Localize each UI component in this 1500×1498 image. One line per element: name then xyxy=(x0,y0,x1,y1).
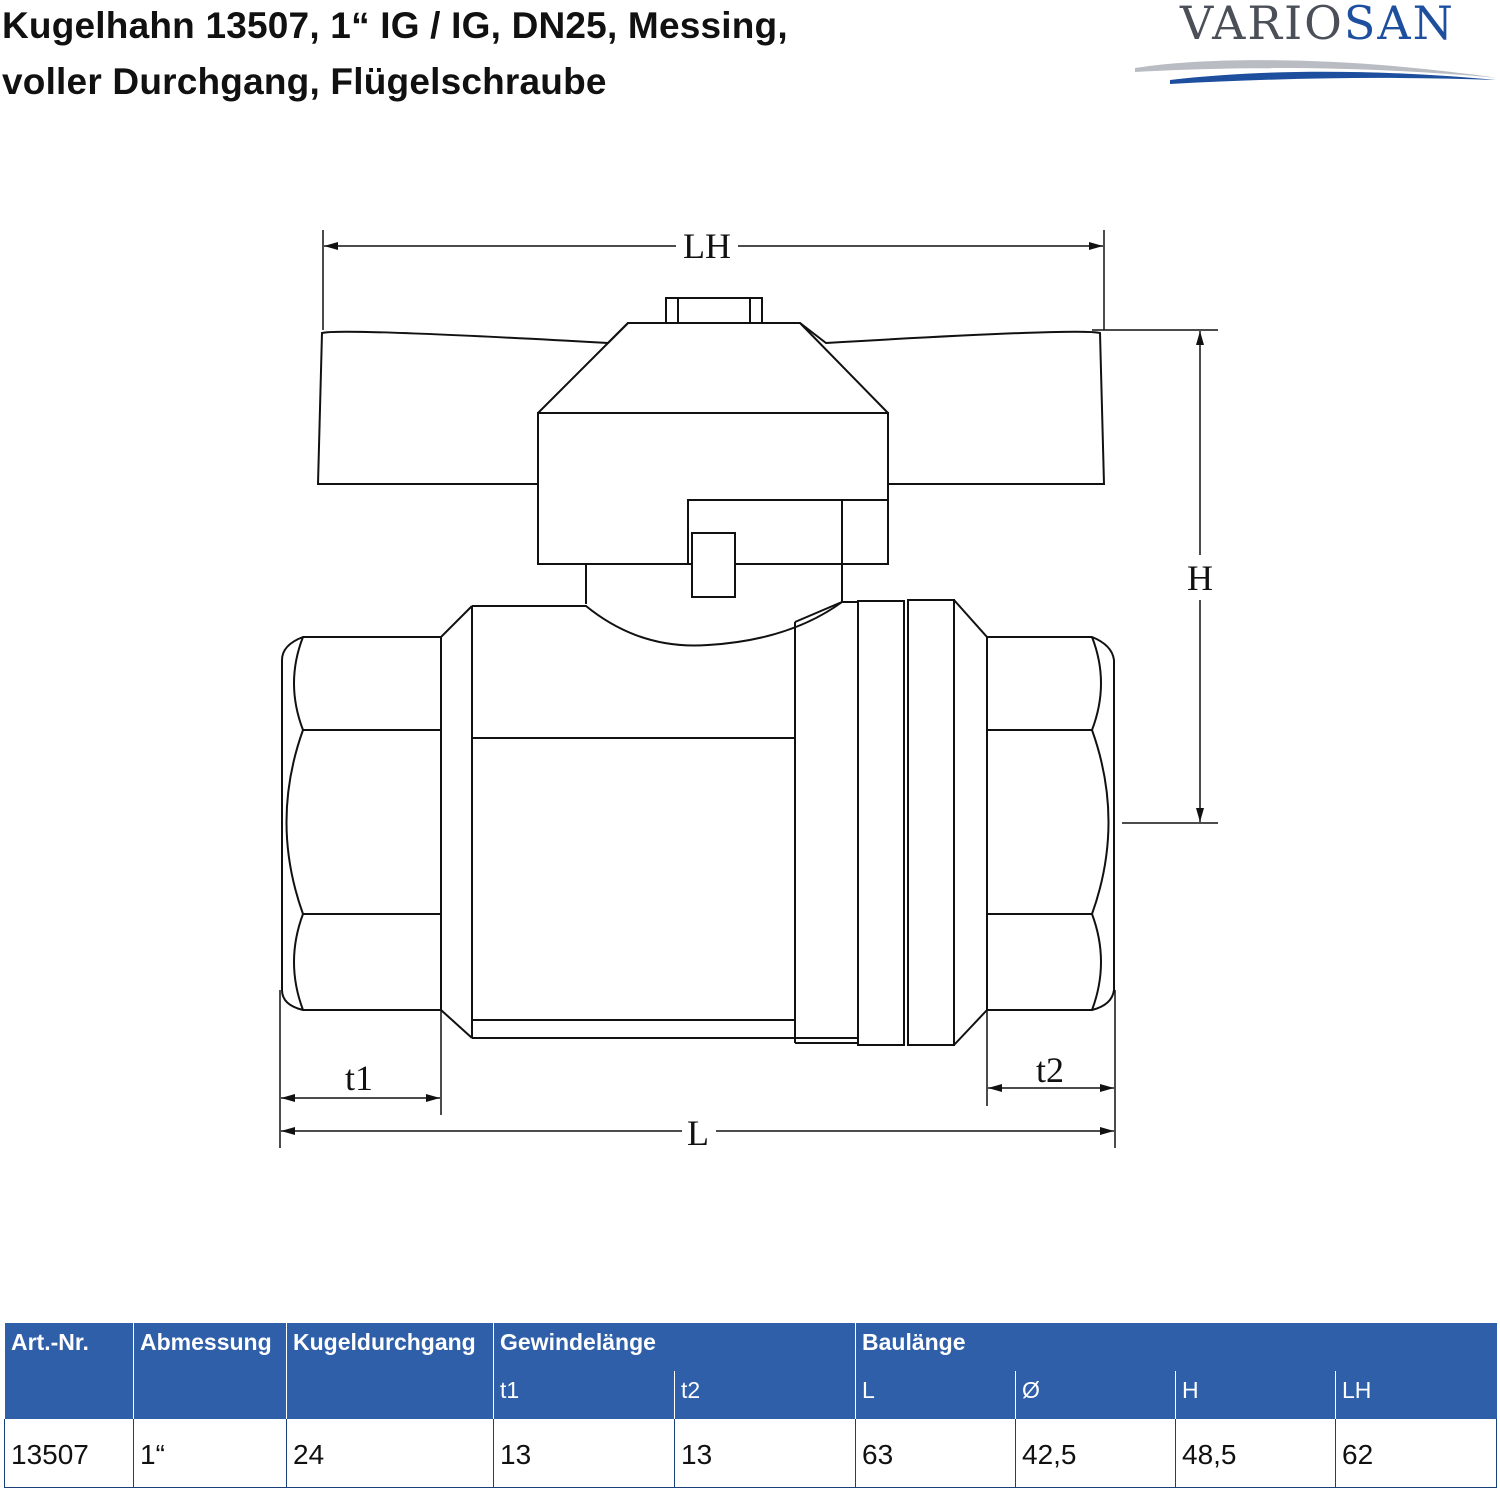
product-title: Kugelhahn 13507, 1“ IG / IG, DN25, Messi… xyxy=(2,0,788,110)
header-kugeldurchgang: Kugeldurchgang xyxy=(286,1323,494,1419)
stem-neck xyxy=(585,564,843,604)
subheader-h: H xyxy=(1175,1371,1336,1419)
label-l: L xyxy=(687,1113,709,1153)
dimension-t1 xyxy=(279,990,442,1148)
subheader-t1: t1 xyxy=(493,1371,675,1419)
label-lh: LH xyxy=(683,226,731,266)
variosan-logo: VARIOSAN xyxy=(1130,0,1500,100)
table-header-row: Art.-Nr. Abmessung Kugeldurchgang Gewind… xyxy=(4,1323,1497,1419)
subheader-diameter: Ø xyxy=(1015,1371,1176,1419)
valve-technical-drawing: LH H t1 t2 L xyxy=(279,226,1218,1153)
dimension-h xyxy=(1092,329,1218,824)
cell-t2: 13 xyxy=(674,1419,856,1488)
header-abmessung: Abmessung xyxy=(133,1323,287,1419)
table-row: 13507 1“ 24 13 13 63 42,5 48,5 62 xyxy=(4,1419,1498,1488)
union-nut xyxy=(857,599,988,1046)
table-subheader-row: t1 t2 L Ø H LH xyxy=(5,1371,1497,1419)
handle-block xyxy=(537,412,889,598)
right-hex-fitting xyxy=(987,636,1115,1011)
dimension-lh xyxy=(322,230,1105,330)
cell-t1: 13 xyxy=(493,1419,675,1488)
cell-kugeldurchgang: 24 xyxy=(286,1419,494,1488)
subheader-l: L xyxy=(855,1371,1016,1419)
header-baulaenge: Baulänge xyxy=(854,1323,1497,1371)
title-line-1: Kugelhahn 13507, 1“ IG / IG, DN25, Messi… xyxy=(2,5,788,46)
subheader-t2: t2 xyxy=(674,1371,856,1419)
header-art-nr: Art.-Nr. xyxy=(4,1323,134,1419)
label-t1: t1 xyxy=(345,1058,373,1098)
subheader-lh: LH xyxy=(1334,1371,1497,1419)
specification-table: Art.-Nr. Abmessung Kugeldurchgang Gewind… xyxy=(4,1323,1498,1488)
cell-h: 48,5 xyxy=(1175,1419,1336,1488)
cell-art-nr: 13507 xyxy=(4,1419,134,1488)
logo-text: VARIOSAN xyxy=(1180,0,1455,50)
cell-diameter: 42,5 xyxy=(1015,1419,1176,1488)
logo-swoosh-icon xyxy=(1135,60,1498,84)
header-gewindelaenge: Gewindelänge xyxy=(493,1323,856,1371)
title-line-2: voller Durchgang, Flügelschraube xyxy=(2,61,607,102)
label-t2: t2 xyxy=(1036,1050,1064,1090)
left-hex-fitting xyxy=(281,636,441,1011)
dimension-t2 xyxy=(986,990,1116,1148)
valve-body xyxy=(440,601,858,1044)
cell-l: 63 xyxy=(855,1419,1016,1488)
cell-abmessung: 1“ xyxy=(133,1419,287,1488)
butterfly-handle xyxy=(316,297,1106,485)
cell-lh: 62 xyxy=(1334,1419,1498,1488)
label-h: H xyxy=(1187,558,1213,598)
